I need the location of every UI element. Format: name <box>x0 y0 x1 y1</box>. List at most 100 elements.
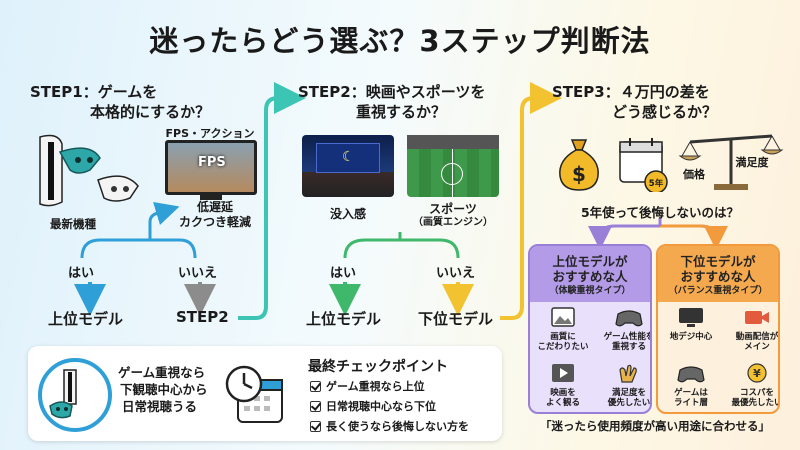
check-text-2: 日常視聴中心なら下位 <box>326 400 436 413</box>
check-text-1: ゲーム重視なら上位 <box>326 380 425 393</box>
step1-no: いいえ <box>178 266 218 281</box>
card-item: 地デジ中心 <box>658 306 724 358</box>
card-item-text: ゲーム性能を 重視する <box>603 332 652 352</box>
card-item-text: コスパを 最優先したい <box>731 388 780 408</box>
step1-yes: はい <box>68 266 95 281</box>
fps-monitor-icon: FPS <box>165 140 257 195</box>
film-icon <box>550 362 576 388</box>
svg-text:$: $ <box>572 162 586 186</box>
svg-text:¥: ¥ <box>753 367 761 380</box>
clap-icon <box>616 362 642 388</box>
summary-box: ゲーム重視なら 下観聴中心から 日常視聴うる 最終チェックポイント ゲーム重視な… <box>28 346 502 441</box>
step2-yes-result: 上位モデル <box>306 310 382 328</box>
page-title: 迷ったらどう選ぶ？3ステップ判断法 <box>149 24 651 58</box>
step3-heading-line2: どう感じるか？ <box>612 103 718 121</box>
upper-card-title2: おすすめな人 <box>552 269 628 284</box>
step2-heading: STEP2：映画やスポーツを 重視するか？ <box>298 82 485 122</box>
upper-card-items: 画質に こだわりたいゲーム性能を 重視する映画を よく観る 満足度を 優先したい <box>530 302 652 412</box>
gamepad-icon <box>676 362 706 388</box>
years-badge: 5年 <box>648 179 664 189</box>
satisfaction-label: 満足度 <box>735 156 769 169</box>
card-item-text: 地デジ中心 <box>669 332 713 342</box>
low-latency-label: 低遅延 カクつき軽減 <box>170 200 260 230</box>
step3-heading-line1: STEP3：４万円の差を <box>552 83 710 101</box>
step2-heading-line1: STEP2：映画やスポーツを <box>298 83 486 101</box>
step1-yes-result: 上位モデル <box>48 310 124 328</box>
card-item-text: ゲームは ライト層 <box>673 388 708 408</box>
video-icon <box>743 306 771 332</box>
step1-split-line <box>80 238 197 259</box>
benefit-line2: カクつき軽減 <box>178 215 251 229</box>
card-item-text: 画質に こだわりたい <box>537 332 589 352</box>
cinema-image: ☾ <box>302 135 394 197</box>
checklist-title: 最終チェックポイント <box>308 359 448 375</box>
benefit-line1: 低遅延 <box>196 200 233 214</box>
card-item: 動画配信が メイン <box>724 306 779 358</box>
checklist: ゲーム重視なら上位 日常視聴中心なら下位 長く使うなら後悔しない方を <box>310 378 469 434</box>
upper-model-card: 上位モデルが おすすめな人 （体験重視タイプ） 画質に こだわりたいゲーム性能を… <box>528 244 652 414</box>
immersion-label: 没入感 <box>329 207 366 221</box>
money-bag-icon: $ <box>559 139 599 191</box>
card-item: ¥ コスパを 最優先したい <box>724 362 780 412</box>
upper-card-title1: 上位モデルが <box>552 254 628 269</box>
sports-sub-label: （画質エンジン） <box>413 217 493 228</box>
step3-question: 5年使って後悔しないのは？ <box>580 205 740 220</box>
balance-scale-icon <box>678 134 784 190</box>
tv-icon <box>677 306 705 332</box>
fps-screen-text: FPS <box>198 155 226 170</box>
summary-lines: ゲーム重視なら 下観聴中心から 日常視聴うる <box>118 364 208 415</box>
lower-card-subtitle: （バランス重視タイプ） <box>668 286 768 296</box>
step2-no-result: 下位モデル <box>418 310 494 328</box>
moon-icon: ☾ <box>342 149 355 165</box>
checklist-item: 日常視聴中心なら下位 <box>310 398 469 414</box>
card-item: ゲーム性能を 重視する <box>596 306 652 358</box>
step1-to-step2-arrow <box>238 82 306 320</box>
lower-card-header: 下位モデルが おすすめな人 （バランス重視タイプ） <box>658 246 778 302</box>
checklist-item: 長く使うなら後悔しない方を <box>310 418 469 434</box>
step1-heading-line1: STEP1：ゲームを <box>30 83 158 101</box>
checkbox-icon <box>310 400 321 412</box>
price-label: 価格 <box>683 168 705 181</box>
checkbox-icon <box>310 380 321 392</box>
latest-console-label: 最新機種 <box>50 217 96 231</box>
image-icon <box>550 306 576 332</box>
checkbox-icon <box>310 420 321 432</box>
upper-card-subtitle: （体験重視タイプ） <box>549 286 631 296</box>
check-text-3: 長く使うなら後悔しない方を <box>326 420 469 433</box>
lower-card-items: 地デジ中心 動画配信が メインゲームは ライト層 ¥ コスパを 最優先したい <box>658 302 780 412</box>
lower-card-title1: 下位モデルが <box>680 254 756 269</box>
lower-model-card: 下位モデルが おすすめな人 （バランス重視タイプ） 地デジ中心 動画配信が メイン… <box>656 244 780 414</box>
step2-heading-line2: 重視するか？ <box>356 103 447 121</box>
card-item: 画質に こだわりたい <box>530 306 596 358</box>
upper-card-header: 上位モデルが おすすめな人 （体験重視タイプ） <box>530 246 650 302</box>
monitor-stand <box>200 195 222 200</box>
step3-heading: STEP3：４万円の差を どう感じるか？ <box>552 82 717 122</box>
card-item: 満足度を 優先したい <box>596 362 651 412</box>
yen-coins-icon: ¥ <box>743 362 771 388</box>
soccer-field-image <box>407 135 499 197</box>
step2-no: いいえ <box>436 266 476 281</box>
step1-no-result: STEP2 <box>176 308 229 326</box>
footer-note: 「迷ったら使用頻度が高い用途に合わせる」 <box>540 419 770 433</box>
fps-action-label: FPS・アクション <box>165 127 255 140</box>
step1-heading: STEP1：ゲームを 本格的にするか？ <box>30 82 210 122</box>
summary-line-2: 下観聴中心から <box>120 382 208 397</box>
sports-label: スポーツ <box>429 202 477 216</box>
clock-calendar-icon <box>225 365 283 423</box>
summary-line-1: ゲーム重視なら <box>118 365 206 380</box>
step2-yes: はい <box>330 266 357 281</box>
calendar-icon <box>619 138 668 192</box>
gamepad-icon <box>614 306 644 332</box>
card-item-text: 満足度を 優先したい <box>607 388 651 408</box>
card-item-text: 映画を よく観る <box>545 388 580 408</box>
step1-heading-line2: 本格的にするか？ <box>90 103 211 121</box>
card-item: ゲームは ライト層 <box>658 362 724 412</box>
sports-label-group: スポーツ （画質エンジン） <box>400 202 506 230</box>
checklist-item: ゲーム重視なら上位 <box>310 378 469 394</box>
card-item-text: 動画配信が メイン <box>735 332 779 352</box>
step2-to-step3-arrow <box>500 82 562 320</box>
step2-split-line <box>343 238 460 259</box>
lower-card-title2: おすすめな人 <box>680 269 756 284</box>
console-controller-icon <box>38 358 112 432</box>
